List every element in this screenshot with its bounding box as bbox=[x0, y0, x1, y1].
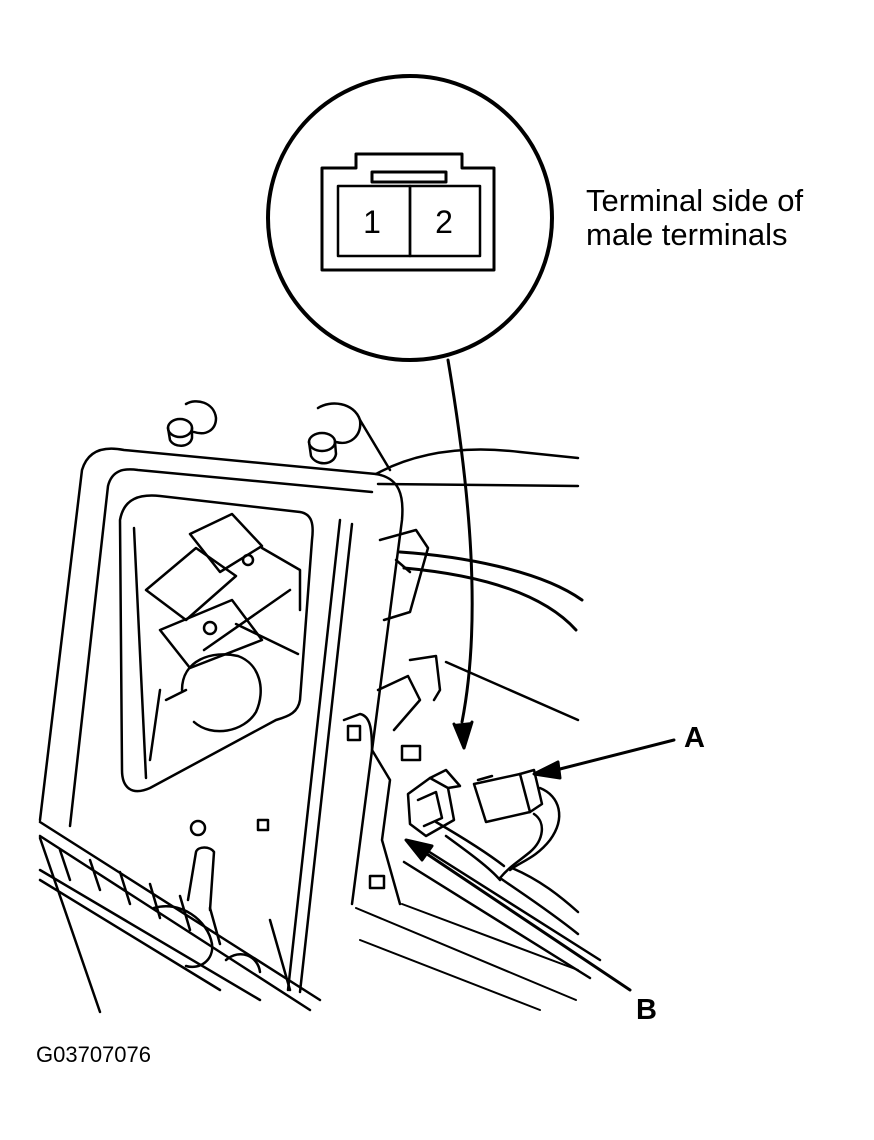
connector-a bbox=[472, 768, 561, 880]
door-sill bbox=[38, 820, 322, 1012]
terminal-cavity-2 bbox=[408, 184, 482, 258]
callout-b-label: B bbox=[636, 994, 657, 1026]
callout-a-label: A bbox=[684, 722, 705, 754]
connector-inset: 1 2 bbox=[266, 74, 554, 362]
connector-view-caption: Terminal side of male terminals bbox=[586, 184, 803, 252]
connector-b bbox=[406, 768, 462, 838]
callout-b-leader bbox=[422, 850, 632, 992]
door-cable bbox=[398, 550, 584, 632]
inset-leader-line bbox=[446, 358, 474, 724]
access-opening bbox=[118, 494, 314, 793]
callout-b-arrowhead bbox=[404, 838, 434, 862]
pin-label-1: 1 bbox=[363, 204, 381, 240]
caption-line-2: male terminals bbox=[586, 217, 788, 252]
mounting-studs bbox=[166, 400, 386, 912]
door-inner-panel bbox=[38, 418, 580, 1014]
figure-code: G03707076 bbox=[36, 1042, 151, 1067]
harness-bundle bbox=[402, 820, 602, 980]
callout-a-leader bbox=[554, 738, 676, 772]
connector-lock-tab bbox=[370, 170, 448, 184]
latch-bracket bbox=[342, 528, 442, 906]
pin-label-2: 2 bbox=[435, 204, 453, 240]
connector-housing bbox=[320, 152, 496, 272]
inset-leader-arrowhead bbox=[452, 720, 474, 750]
lock-mechanism bbox=[144, 512, 302, 762]
callout-a-arrowhead bbox=[532, 760, 562, 780]
body-panel-lines bbox=[355, 903, 579, 1011]
caption-line-1: Terminal side of bbox=[586, 183, 804, 218]
inset-circle bbox=[266, 74, 554, 362]
